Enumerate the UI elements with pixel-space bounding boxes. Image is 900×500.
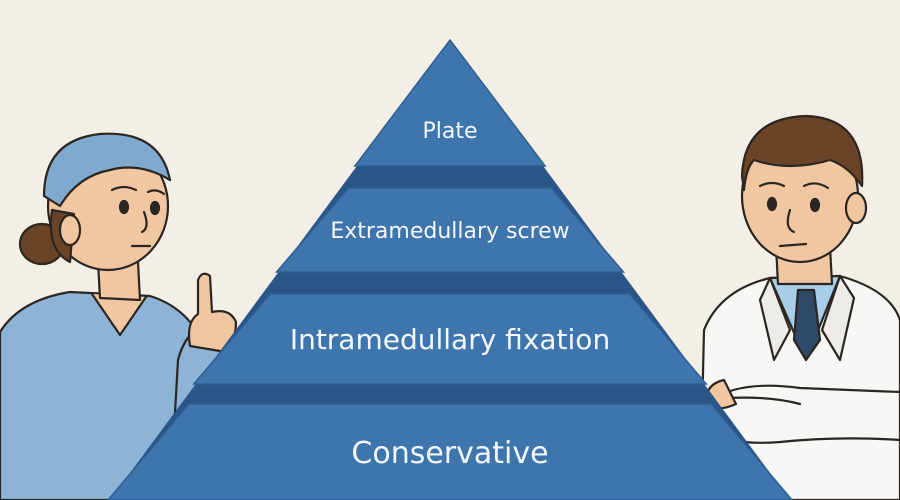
pyramid-tier-4-label: Conservative [351,436,548,471]
scrub-cap [42,132,172,208]
doctor-tie [792,288,822,362]
doctor-hair [740,114,864,192]
pyramid-tier-1 [353,38,547,167]
pyramid-tier-3 [192,293,708,385]
pyramid-tier-2 [274,187,626,273]
doctor-figure [698,114,900,500]
pyramid-tier-4 [107,403,793,500]
pyramid-tier-2-label: Extramedullary screw [330,219,569,244]
pyramid-tier-3-label: Intramedullary fixation [290,323,610,356]
pyramid-tier-1-label: Plate [422,119,477,144]
